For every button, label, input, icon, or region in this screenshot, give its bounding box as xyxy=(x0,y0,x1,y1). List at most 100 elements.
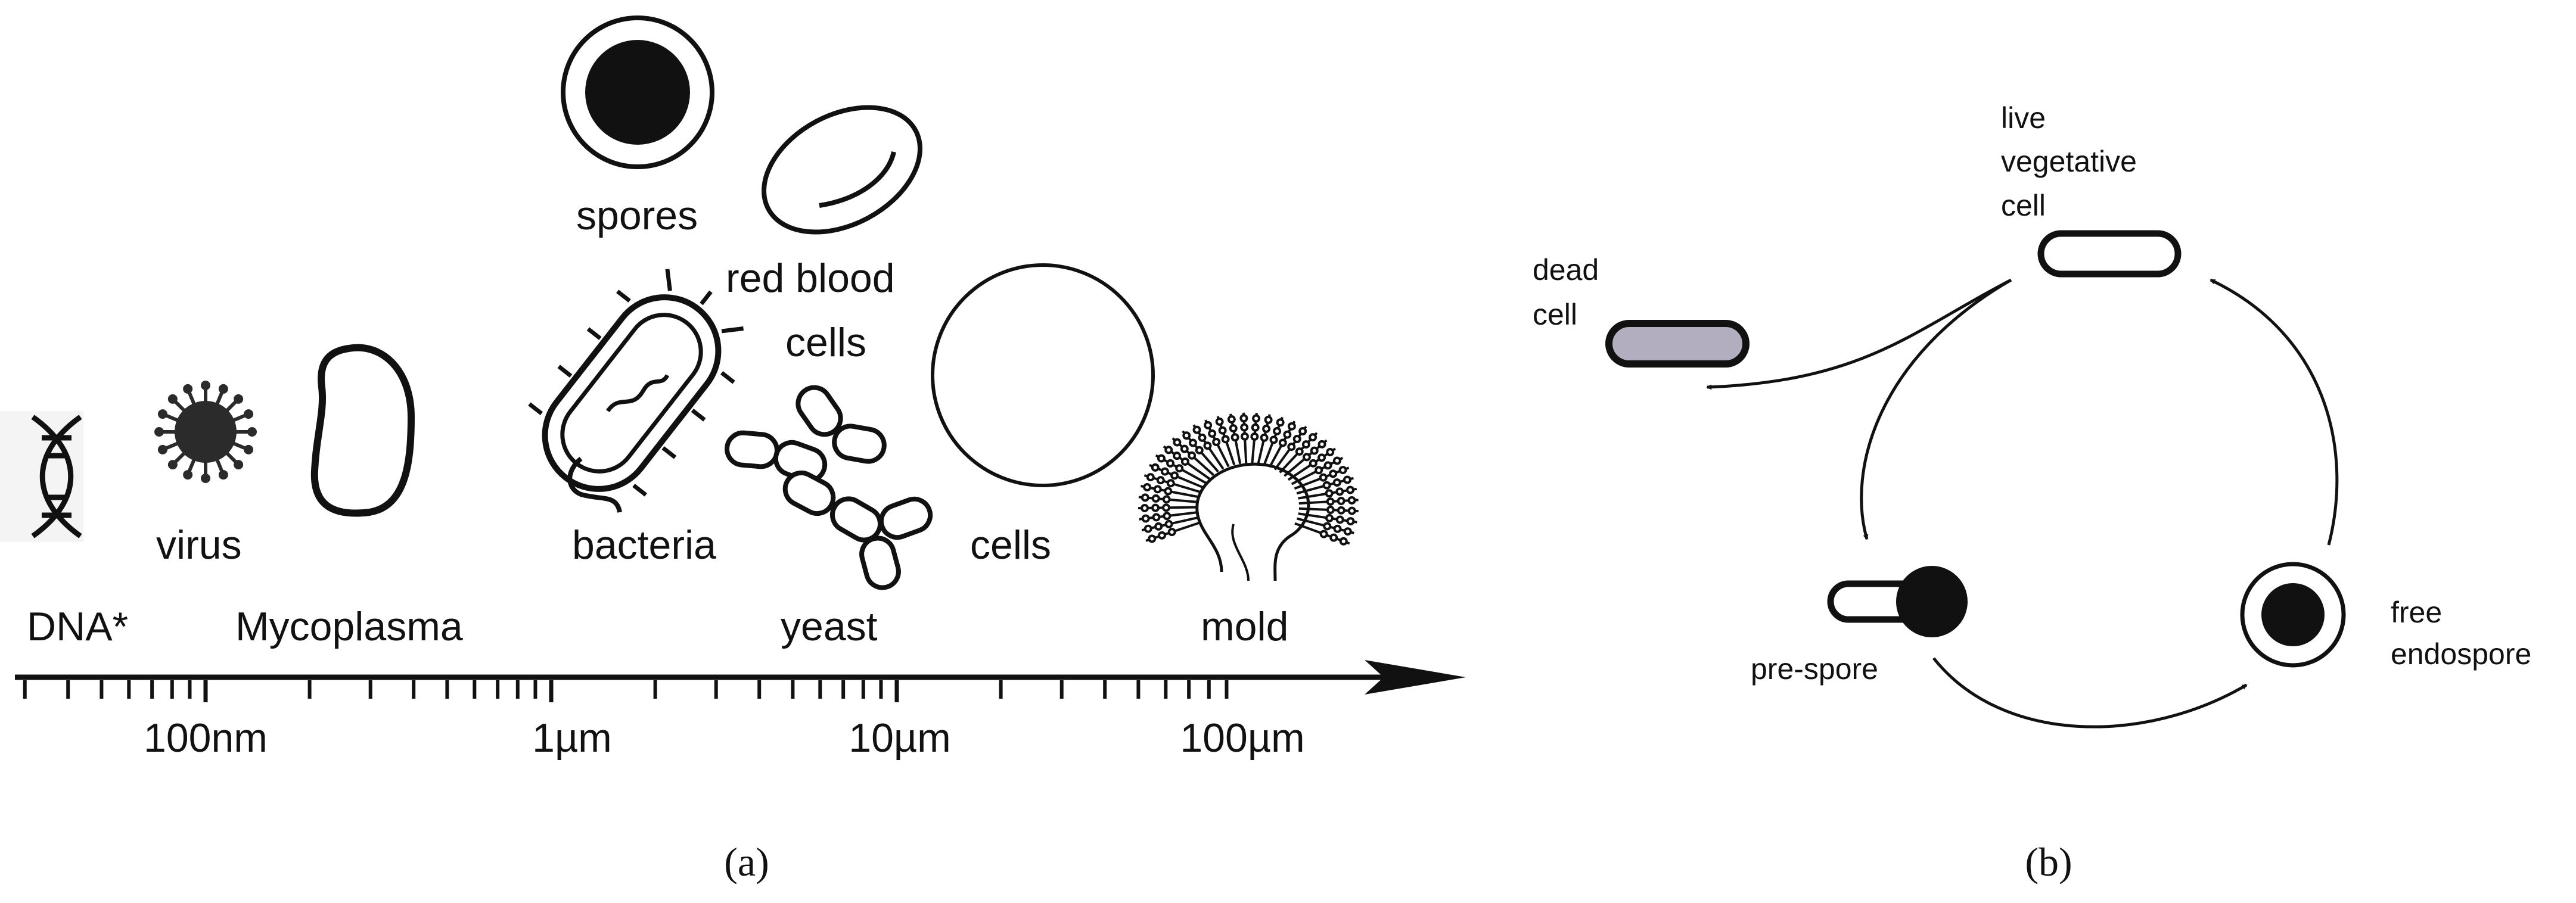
mold-spore-dot xyxy=(1203,441,1212,450)
virus-spike-tip xyxy=(218,384,228,394)
bacteria-pilus xyxy=(720,371,735,384)
bacteria-pilus xyxy=(700,290,713,306)
free-endospore-icon xyxy=(2240,562,2346,668)
mold-spore-dot xyxy=(1160,467,1169,476)
mold-spore-dot xyxy=(1338,466,1347,475)
mold-spore-dot xyxy=(1329,533,1338,542)
virus-spike-tip xyxy=(157,409,167,419)
mold-spore-dot xyxy=(1264,415,1273,424)
label-live-line3: cell xyxy=(2001,189,2046,222)
mold-spore-dot xyxy=(1141,514,1150,523)
mold-spore-dot xyxy=(1278,438,1287,447)
label-free-line1: free xyxy=(2391,596,2442,629)
label-red-blood-cells-line1: red blood xyxy=(726,256,895,301)
mold-spore-dot xyxy=(1269,435,1278,444)
mycoplasma-icon xyxy=(310,344,415,517)
mold-spore-dot xyxy=(1315,466,1323,475)
mold-spore-dot xyxy=(1309,433,1317,442)
scale-label-10um: 10µm xyxy=(849,715,950,761)
mold-spore-dot xyxy=(1240,423,1249,432)
scale-axis xyxy=(15,660,1466,702)
mold-spore-dot xyxy=(1229,424,1238,433)
mold-spore-dot xyxy=(1287,422,1296,431)
large-cell-icon xyxy=(931,263,1155,487)
label-cells: cells xyxy=(970,522,1051,568)
mold-spore-dot xyxy=(1151,463,1160,472)
mold-spore-dot xyxy=(1295,447,1304,456)
mold-spore-dot xyxy=(1317,453,1326,462)
mold-spore-dot xyxy=(1301,440,1310,449)
mold-spore-dot xyxy=(1250,432,1259,441)
label-bacteria: bacteria xyxy=(572,522,716,568)
mold-spore-dot xyxy=(1218,426,1227,435)
scale-minor-ticks xyxy=(23,680,1229,702)
virus-spikes xyxy=(154,381,257,483)
mold-spore-dot xyxy=(1141,503,1149,512)
mold-spore-dot xyxy=(1192,425,1201,434)
virus-spike-tip xyxy=(244,444,254,454)
virus-spike-tip xyxy=(201,474,210,483)
label-pre-spore: pre-spore xyxy=(1751,652,1878,686)
mold-spore-dot xyxy=(1332,456,1341,465)
caption-a: (a) xyxy=(724,839,769,885)
mold-spore-dot xyxy=(1173,438,1182,447)
virus-spike-tip xyxy=(167,394,178,404)
label-live-line2: vegetative xyxy=(2001,145,2137,178)
spore-icon xyxy=(561,15,714,169)
cycle-arrows xyxy=(1706,278,2339,728)
mold-spore-dot xyxy=(1337,497,1346,506)
mold-spore-dot xyxy=(1198,433,1207,442)
arrow-prespore-to-endospore xyxy=(1932,657,2248,728)
mold-spore-dot xyxy=(1170,471,1179,480)
virus-spike-tip xyxy=(201,381,210,390)
bacteria-pilus xyxy=(665,269,672,291)
label-dna: DNA* xyxy=(27,604,128,649)
arrow-live-to-dead xyxy=(1706,278,2012,390)
label-yeast: yeast xyxy=(781,604,878,649)
mold-spore-dot xyxy=(1326,448,1335,457)
mold-spore-dot xyxy=(1317,440,1326,449)
mold-spore-dot xyxy=(1292,435,1301,444)
mold-spore-dot xyxy=(1298,427,1307,436)
mold-spore-dot xyxy=(1182,431,1191,440)
yeast-cell xyxy=(832,424,887,464)
virus-spike-tip xyxy=(154,427,164,437)
yeast-cell xyxy=(782,470,836,516)
mold-spore-dot xyxy=(1346,517,1355,526)
virus-spike-tip xyxy=(157,444,167,454)
mold-spore-dot xyxy=(1260,433,1269,442)
mold-spore-dot xyxy=(1240,432,1249,441)
mold-spore-dot xyxy=(1188,451,1197,460)
label-red-blood-cells-line2: cells xyxy=(785,320,866,365)
label-dead-line2: cell xyxy=(1533,298,1577,331)
label-mycoplasma: Mycoplasma xyxy=(235,604,463,649)
virus-spike-tip xyxy=(183,384,193,394)
mold-spore-dot xyxy=(1212,437,1221,446)
mold-spore-dot xyxy=(1319,473,1328,482)
mold-spore-dot xyxy=(1166,479,1175,488)
label-virus: virus xyxy=(156,522,242,568)
virus-spike-tip xyxy=(244,409,254,419)
arrow-live-to-prespore xyxy=(1860,278,2012,540)
mold-spore-dot xyxy=(1153,485,1162,494)
panel-b: live vegetative cell dead cell pre-spore… xyxy=(1533,101,2531,885)
mold-spore-dot xyxy=(1141,493,1149,502)
mold-spore-dot xyxy=(1319,530,1328,538)
mold-spore-dot xyxy=(1343,475,1351,484)
mold-spore-dot xyxy=(1323,522,1332,531)
yeast-cell xyxy=(878,496,933,540)
mold-spore-dot xyxy=(1151,494,1160,503)
mold-spore-dot xyxy=(1273,426,1282,435)
mold-spore-dot xyxy=(1180,457,1189,466)
mold-spore-dot xyxy=(1337,506,1346,515)
label-mold: mold xyxy=(1201,604,1288,649)
mold-spore-dot xyxy=(1310,446,1319,455)
mold-spore-dot xyxy=(1251,423,1260,432)
yeast-cell xyxy=(830,496,883,543)
mold-spore-dot xyxy=(1143,483,1152,492)
mold-spore-dot xyxy=(1326,497,1335,506)
mold-spore-dot xyxy=(1326,506,1335,515)
mold-spore-dot xyxy=(1221,435,1230,444)
mold-spore-dot xyxy=(1302,453,1311,462)
mold-spore-dot xyxy=(1143,524,1152,533)
